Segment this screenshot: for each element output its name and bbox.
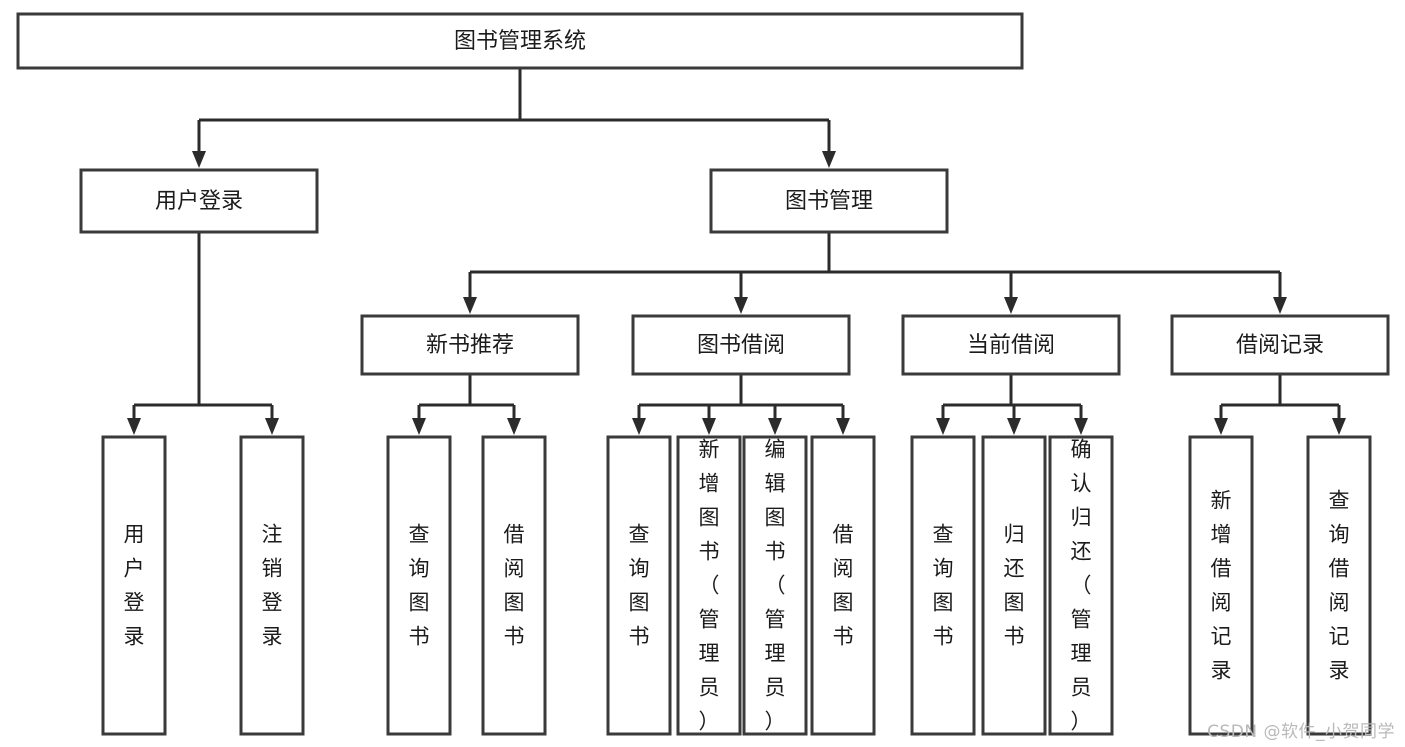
- node-leaf-0[interactable]: 用户登录: [101, 435, 167, 736]
- node-leaf-6[interactable]: 编辑图书（管理员）: [742, 435, 808, 736]
- node-label: 查询图书: [409, 523, 430, 649]
- node-level3-1[interactable]: 图书借阅: [631, 314, 851, 376]
- node-label: 当前借阅: [967, 333, 1055, 358]
- node-level3-2[interactable]: 当前借阅: [901, 314, 1121, 376]
- node-label: 归还图书: [1004, 523, 1025, 649]
- edge-group: [192, 68, 836, 168]
- node-level3-0[interactable]: 新书推荐: [360, 314, 580, 376]
- edge-group: [632, 374, 850, 435]
- node-label: 新增借阅记录: [1211, 489, 1232, 683]
- node-leaf-3[interactable]: 借阅图书: [481, 435, 547, 736]
- node-leaf-1[interactable]: 注销登录: [239, 435, 305, 736]
- node-leaf-8[interactable]: 查询图书: [910, 435, 976, 736]
- node-label: 图书管理: [785, 189, 873, 214]
- node-leaf-4[interactable]: 查询图书: [606, 435, 672, 736]
- node-leaf-2[interactable]: 查询图书: [386, 435, 452, 736]
- node-leaf-11[interactable]: 新增借阅记录: [1188, 435, 1254, 736]
- node-boxes: 图书管理系统用户登录图书管理新书推荐图书借阅当前借阅借阅记录用户登录注销登录查询…: [16, 12, 1390, 736]
- node-label: 新书推荐: [426, 333, 514, 358]
- node-leaf-9[interactable]: 归还图书: [981, 435, 1047, 736]
- node-leaf-10[interactable]: 确认归还（管理员）: [1048, 435, 1114, 736]
- node-label: 新增图书（管理员）: [699, 438, 720, 734]
- node-label: 借阅图书: [833, 523, 854, 649]
- edge-group: [127, 232, 279, 435]
- connector-edges: [127, 68, 1346, 435]
- node-level2-1[interactable]: 图书管理: [709, 168, 949, 234]
- node-root[interactable]: 图书管理系统: [16, 12, 1024, 70]
- node-label: 用户登录: [155, 189, 243, 214]
- node-label: 确认归还（管理员）: [1071, 438, 1092, 734]
- edge-group: [463, 232, 1287, 314]
- node-leaf-7[interactable]: 借阅图书: [810, 435, 876, 736]
- edge-group: [1214, 374, 1346, 435]
- node-level2-0[interactable]: 用户登录: [79, 168, 319, 234]
- node-label: 借阅图书: [504, 523, 525, 649]
- node-label: 借阅记录: [1236, 333, 1324, 358]
- node-label: 图书借阅: [697, 333, 785, 358]
- node-label: 图书管理系统: [454, 29, 586, 54]
- edge-group: [412, 374, 521, 435]
- node-label: 查询图书: [629, 523, 650, 649]
- node-level3-3[interactable]: 借阅记录: [1170, 314, 1390, 376]
- node-label: 注销登录: [262, 523, 283, 649]
- node-leaf-12[interactable]: 查询借阅记录: [1306, 435, 1372, 736]
- node-label: 编辑图书（管理员）: [765, 438, 786, 734]
- node-leaf-5[interactable]: 新增图书（管理员）: [676, 435, 742, 736]
- edge-group: [936, 374, 1088, 435]
- node-label: 查询图书: [933, 523, 954, 649]
- node-label: 查询借阅记录: [1329, 489, 1350, 683]
- node-label: 用户登录: [124, 523, 145, 649]
